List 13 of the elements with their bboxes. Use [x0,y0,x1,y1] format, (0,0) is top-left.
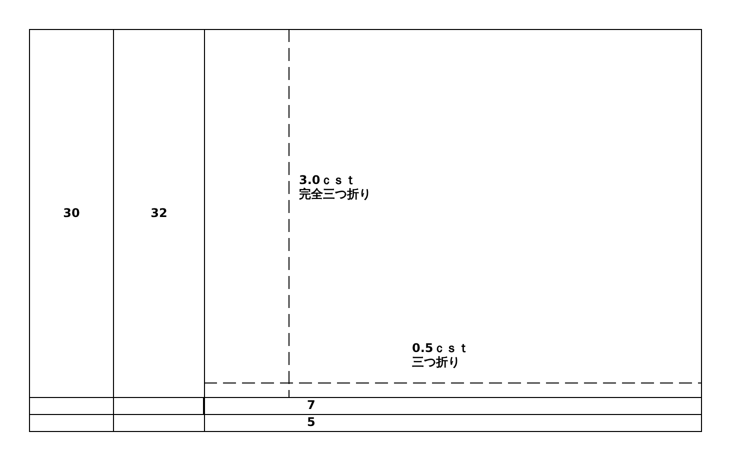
fold-note: 3.0ｃｓｔ [299,173,356,187]
value-label: 32 [150,206,168,220]
table-cell [29,414,114,432]
value-label: 30 [63,206,80,220]
table-cell [29,29,114,398]
fold-note: 完全三つ折り [299,187,371,201]
fold-note: 0.5ｃｓｔ [412,341,470,355]
table-cell [204,397,702,415]
value-label: 5 [307,415,316,429]
table-cell [204,29,702,398]
fold-note: 三つ折り [412,355,460,369]
table-cell [204,414,702,432]
value-label: 7 [307,398,316,412]
